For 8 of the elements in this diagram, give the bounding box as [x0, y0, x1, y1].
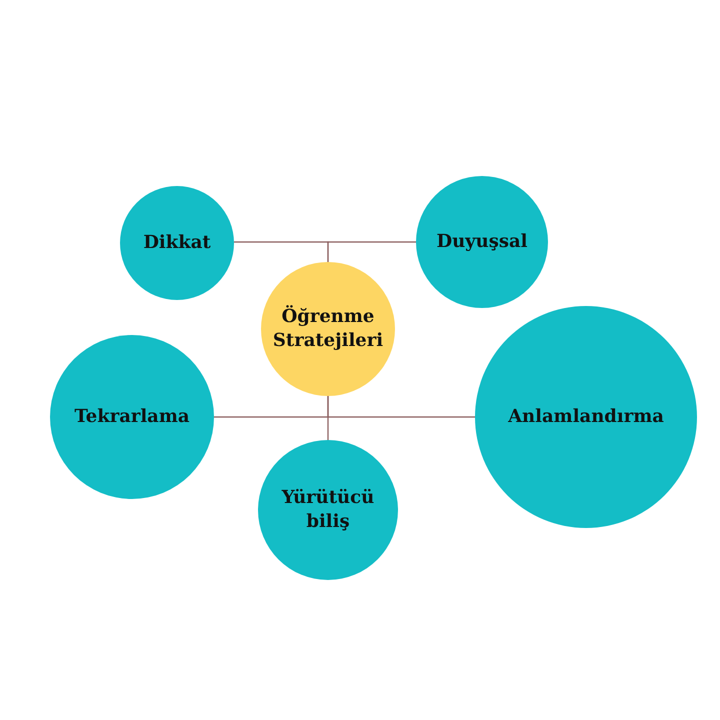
- connector-line: [327, 396, 329, 440]
- node-label: Dikkat: [143, 230, 211, 255]
- node-label: Anlamlandırma: [508, 404, 664, 429]
- node-label: Yürütücü biliş: [280, 486, 376, 534]
- node-label: Tekrarlama: [74, 404, 190, 429]
- node-label: Öğrenme Stratejileri: [272, 304, 384, 353]
- connector-line: [327, 241, 416, 262]
- node-label: Duyuşsal: [436, 230, 528, 254]
